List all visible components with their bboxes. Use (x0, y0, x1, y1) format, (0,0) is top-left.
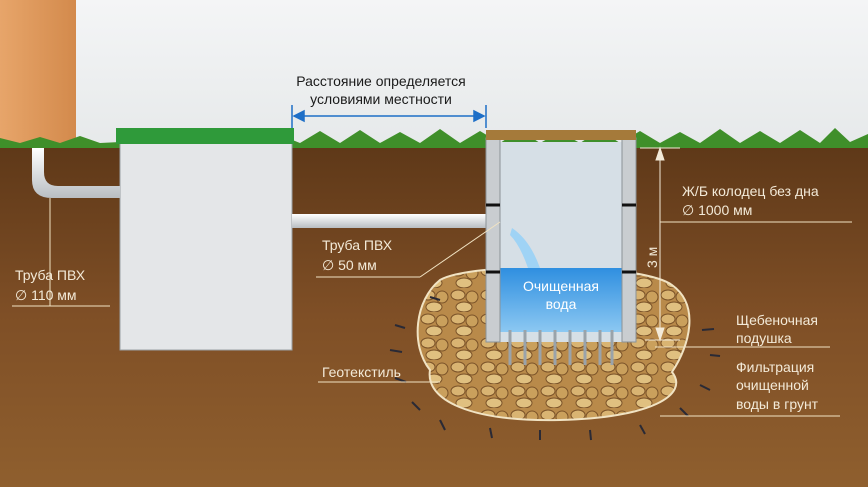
drain-rods (508, 330, 614, 365)
well-cover (486, 130, 636, 140)
pipe-110-label-2: ∅ 110 мм (15, 287, 77, 303)
distance-arrow (291, 105, 487, 128)
filtration-label-2: очищенной (736, 377, 809, 393)
geotextile-label: Геотекстиль (322, 364, 401, 380)
distance-label-1: Расстояние определяется (296, 73, 466, 89)
leader-lines (12, 198, 852, 417)
depth-dimension (640, 146, 680, 342)
septic-tank (119, 141, 293, 351)
filtration-label-3: воды в грунт (736, 396, 819, 412)
well-wall-left (485, 137, 501, 343)
water-stream (510, 228, 540, 268)
ring-joints (486, 203, 636, 274)
depth-label: 3 м (644, 247, 660, 268)
well-label-2: ∅ 1000 мм (682, 202, 752, 218)
distance-label-2: условиями местности (310, 91, 452, 107)
pipe-50 (292, 214, 510, 228)
tank-lid (116, 128, 294, 144)
gravel-label-1: Щебеночная (736, 312, 818, 328)
clean-water (500, 268, 622, 332)
pipe-110-label-1: Труба ПВХ (15, 267, 86, 283)
pipe-50-label-2: ∅ 50 мм (322, 257, 377, 273)
clean-water-label-1: Очищенная (523, 278, 599, 294)
sky (0, 0, 868, 148)
filtration-label-1: Фильтрация (736, 359, 814, 375)
house-wall (0, 0, 76, 148)
well-wall-right (621, 137, 637, 343)
clean-water-label-2: вода (546, 296, 577, 312)
pipe-50-label-1: Труба ПВХ (322, 237, 393, 253)
gravel-label-2: подушка (736, 330, 792, 346)
inlet-pipe-110 (32, 148, 120, 198)
filtration-marks (389, 296, 721, 441)
well-label-1: Ж/Б колодец без дна (682, 183, 819, 199)
